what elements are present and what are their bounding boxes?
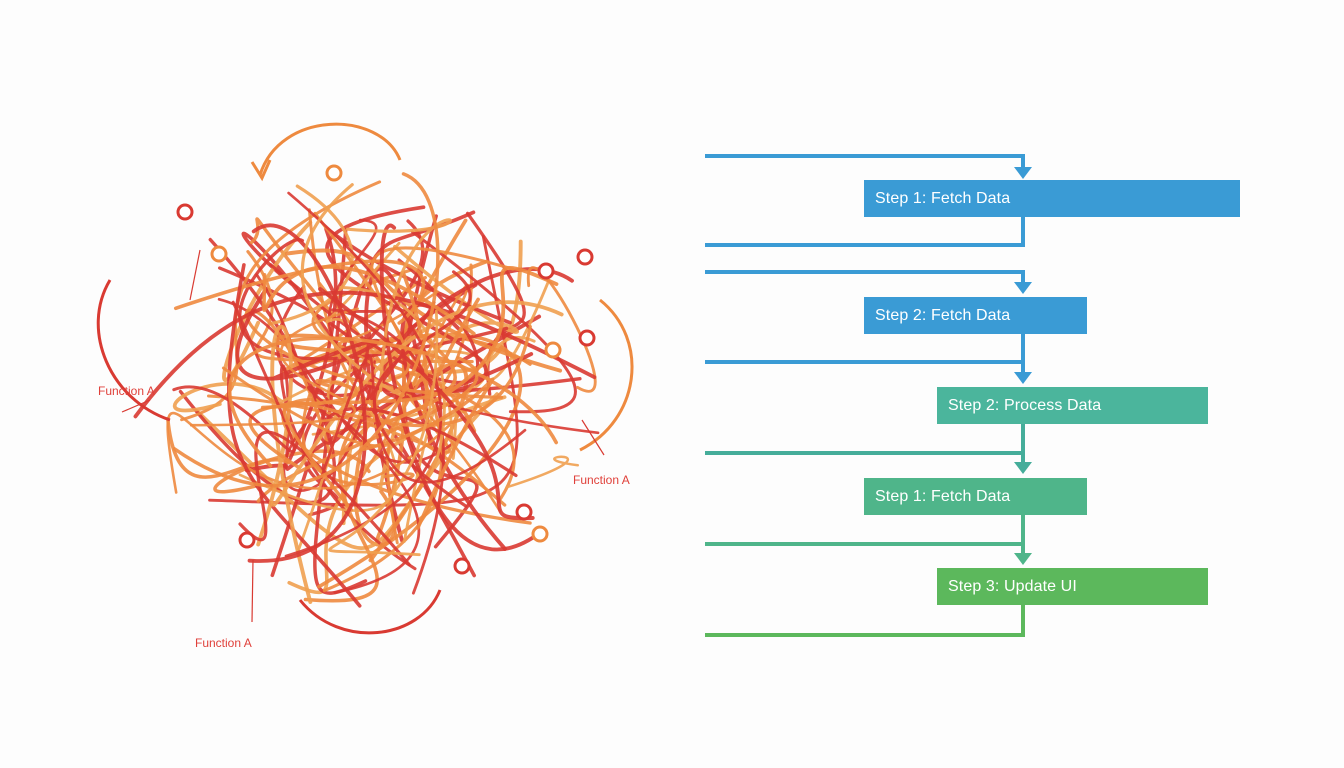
node-ring-icon [544, 341, 562, 359]
tangle-strand [307, 385, 421, 594]
function-label-left: Function A [98, 384, 155, 398]
flow-connector [705, 605, 1025, 637]
tangle-strand [318, 287, 535, 521]
tangle-strand [303, 382, 414, 603]
tangle-strand [262, 265, 476, 336]
step-box-2: Step 2: Fetch Data [864, 297, 1087, 334]
node-ring-icon [238, 531, 256, 549]
flow-connector [705, 154, 1025, 170]
function-label-right: Function A [573, 473, 630, 487]
tangle-strand [172, 300, 296, 454]
pointer-arrow-icon [581, 419, 605, 456]
tangle-strand [370, 246, 515, 381]
node-ring-icon [515, 503, 533, 521]
tangle-strand [172, 172, 440, 488]
tangle-strand [505, 455, 580, 489]
node-ring-icon [531, 525, 549, 543]
tangle-strand [189, 307, 359, 427]
node-ring-icon [325, 164, 343, 182]
tangle-strand [247, 223, 367, 563]
flow-connector [705, 270, 1025, 284]
flow-connector [705, 424, 1025, 455]
step-box-1: Step 1: Fetch Data [864, 180, 1240, 217]
tangle-strand [166, 411, 451, 494]
tangle-strand [221, 366, 399, 545]
tangle-loop [258, 122, 402, 176]
tangle-strand [180, 180, 382, 422]
node-ring-icon [453, 557, 471, 575]
function-label-bottom: Function A [195, 636, 252, 650]
pointer-arrow-icon [121, 399, 151, 413]
arrow-head-icon [1014, 553, 1032, 565]
tangle-strand [256, 324, 313, 604]
pointer-arrow-icon [189, 249, 201, 301]
tangle-strand [372, 270, 472, 508]
tangle-strand [374, 266, 559, 428]
tangle-strand [328, 309, 439, 557]
tangle-strand [401, 271, 480, 414]
tangle-strand [320, 354, 527, 484]
tangle-strand [411, 230, 577, 414]
tangle-loop [579, 298, 634, 452]
flow-connector [705, 515, 1025, 546]
step-box-3: Step 2: Process Data [937, 387, 1208, 424]
node-ring-icon [537, 262, 555, 280]
curved-arrow-icon [250, 159, 272, 182]
step-box-4: Step 1: Fetch Data [864, 478, 1087, 515]
tangle-strand [133, 290, 597, 419]
node-ring-icon [176, 203, 194, 221]
arrow-head-icon [1014, 462, 1032, 474]
tangle-strand [235, 288, 380, 381]
flow-connector [705, 217, 1025, 247]
tangle-loop [298, 589, 442, 635]
tangle-strand [173, 259, 425, 325]
flow-connector [705, 334, 1025, 364]
arrow-head-icon [1014, 372, 1032, 384]
node-ring-icon [576, 248, 594, 266]
node-ring-icon [578, 329, 596, 347]
arrow-head-icon [1014, 282, 1032, 294]
tangle-strand [345, 218, 452, 393]
pointer-arrow-icon [251, 559, 254, 623]
tangle-strand [227, 336, 558, 468]
step-box-5: Step 3: Update UI [937, 568, 1208, 605]
node-ring-icon [210, 245, 228, 263]
arrow-head-icon [1014, 167, 1032, 179]
tangle-strand [526, 266, 597, 393]
tangle-strand [379, 223, 544, 552]
tangle-strand [255, 273, 436, 421]
tangle-loop [96, 279, 171, 422]
tangle-strand [227, 263, 362, 608]
tangle-strand [260, 378, 359, 410]
